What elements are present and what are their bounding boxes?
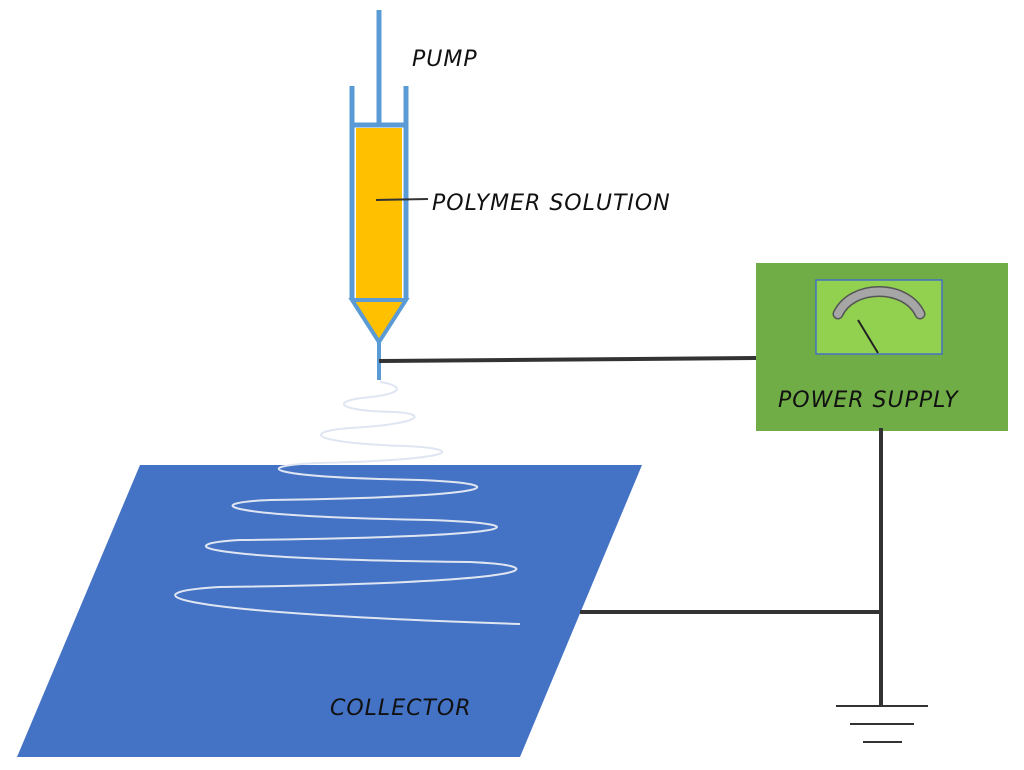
power-supply-label: POWER SUPPLY xyxy=(778,388,959,413)
syringe-tip xyxy=(348,298,410,346)
polymer-solution-label: POLYMER SOLUTION xyxy=(432,191,671,216)
polymer-solution-fill xyxy=(356,128,402,300)
collector-plate xyxy=(17,465,642,757)
collector-label: COLLECTOR xyxy=(330,696,472,721)
fiber-jet xyxy=(174,381,521,625)
polymer-solution-pointer xyxy=(375,198,429,201)
gauge-arc-fill xyxy=(834,287,924,318)
gauge-needle xyxy=(857,319,879,354)
ground-symbol-icon xyxy=(836,705,928,743)
pump-label: PUMP xyxy=(412,47,478,72)
wire-needle-to-supply xyxy=(378,356,757,363)
